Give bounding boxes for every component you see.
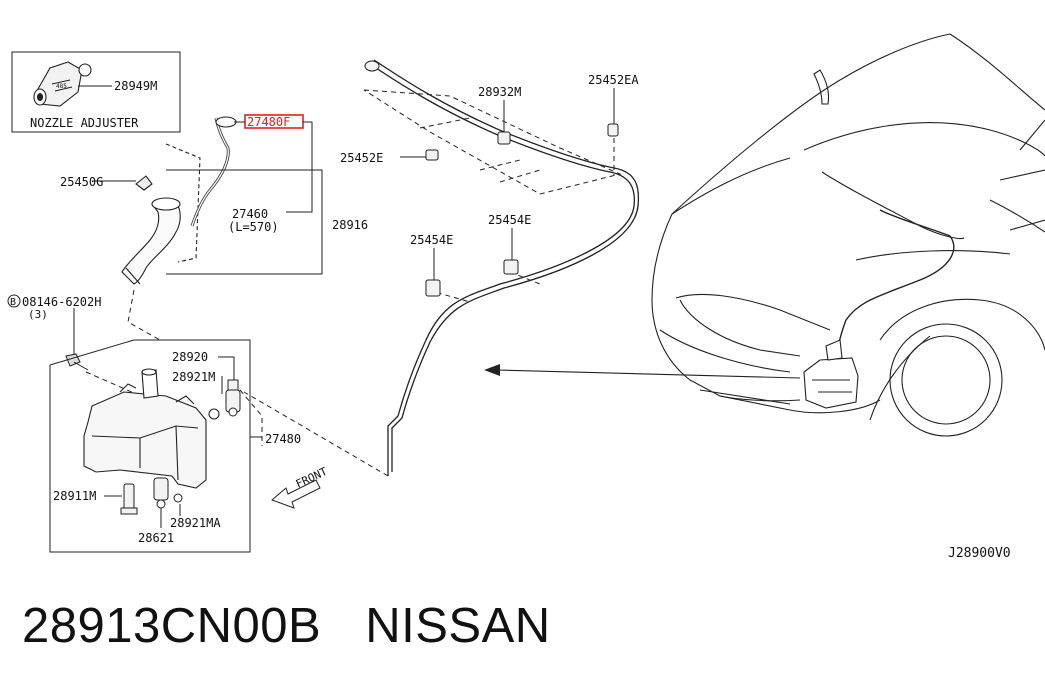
level-sensor-icon	[120, 483, 138, 515]
part-label-25452EA: 25452EA	[588, 73, 639, 87]
part-label-28621: 28621	[138, 531, 174, 545]
part-label-28920: 28920	[172, 350, 208, 364]
part-label-25454E-right: 25454E	[488, 213, 531, 227]
part-label-28911M: 28911M	[53, 489, 96, 503]
part-label-28932M: 28932M	[478, 85, 521, 99]
nozzle-left-icon	[364, 60, 380, 72]
washer-tank-icon	[83, 368, 220, 489]
callout-arrow-icon	[484, 364, 801, 379]
part-label-27480F: 27480F	[247, 115, 290, 129]
part-label-27460-length: (L=570)	[228, 220, 279, 234]
part-label-25452E: 25452E	[340, 151, 383, 165]
washer-pump-icon	[225, 379, 241, 417]
hose-routing	[243, 59, 640, 477]
svg-text:485: 485	[56, 83, 67, 90]
part-label-28921M: 28921M	[172, 370, 215, 384]
reservoir-box: 28920 28921M 27480 28911M 28621 28921MA	[49, 289, 301, 553]
connector-28932M-icon	[497, 131, 511, 145]
filler-cap-icon	[135, 175, 153, 191]
part-label-28949M: 28949M	[114, 79, 157, 93]
front-arrow-icon	[271, 479, 321, 509]
footer-part-number: 28913CN00B	[22, 599, 322, 653]
clip-25452EA-icon	[607, 123, 619, 137]
bolt-quantity: (3)	[28, 308, 48, 321]
footer: 28913CN00B NISSAN	[22, 598, 595, 654]
part-label-27480: 27480	[265, 432, 301, 446]
bolt-icon	[65, 353, 89, 371]
diagram-code: J28900V0	[948, 546, 1011, 561]
inset-title: NOZZLE ADJUSTER	[30, 116, 139, 130]
clip-25452E-icon	[425, 149, 439, 161]
car-illustration-icon	[651, 33, 1045, 437]
hose-clip-icon	[215, 116, 237, 128]
bolt-reference: B 08146-6202H (3)	[7, 294, 101, 371]
nozzle-adjuster-tool-icon: 485	[33, 61, 92, 107]
part-label-28916: 28916	[332, 218, 368, 232]
clip-25454E-left-icon	[425, 279, 441, 297]
part-label-27460: 27460	[232, 207, 268, 221]
clip-25454E-right-icon	[503, 259, 519, 275]
highlight-27480F: 27480F	[244, 114, 304, 129]
nozzle-adjuster-inset: 485 28949M NOZZLE ADJUSTER	[11, 51, 181, 133]
footer-brand: NISSAN	[365, 599, 551, 653]
bolt-part-number: 08146-6202H	[22, 295, 101, 309]
filler-neck-group	[121, 116, 237, 285]
part-label-25454E-left: 25454E	[410, 233, 453, 247]
part-label-28921MA: 28921MA	[170, 516, 221, 530]
svg-text:B: B	[10, 297, 16, 308]
part-label-25450G: 25450G	[60, 175, 103, 189]
